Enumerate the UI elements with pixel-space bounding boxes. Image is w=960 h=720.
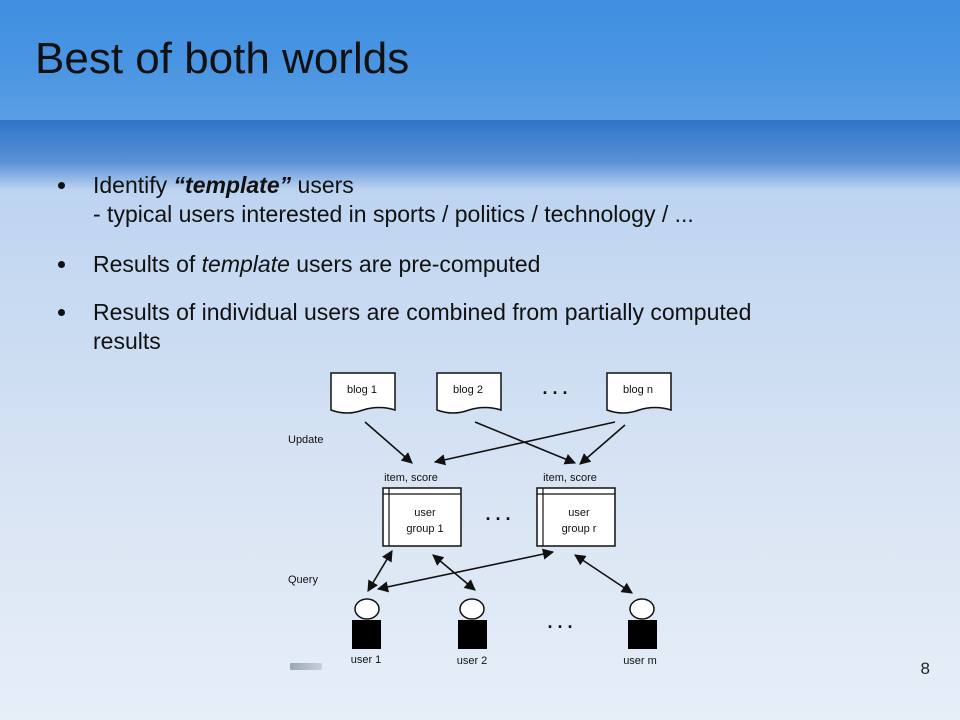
bullet-text: Results of template users are pre-comput… xyxy=(93,251,541,277)
user-2-label: user 2 xyxy=(457,655,488,667)
user-group-r-box: user group r xyxy=(536,487,616,547)
query-arrows xyxy=(367,548,633,594)
blog-1-document: blog 1 xyxy=(330,372,396,414)
group-r-line1: user xyxy=(568,507,590,519)
emphasis-template: template xyxy=(201,251,290,277)
title-band-shadow xyxy=(0,120,960,190)
bullet-text: Identify “template” users xyxy=(93,172,354,198)
architecture-diagram: blog 1 blog 2 blog n . . . Update Query … xyxy=(288,372,672,667)
bullet-dot xyxy=(58,261,65,268)
bullet-subline: - typical users interested in sports / p… xyxy=(93,201,694,227)
item-score-label-r: item, score xyxy=(543,472,597,484)
user-1-figure: user 1 xyxy=(351,598,382,666)
user-ellipsis: . . . xyxy=(547,612,572,632)
bullet-dot xyxy=(58,182,65,189)
bullet-text-continued: results xyxy=(93,328,161,354)
blog-ellipsis: . . . xyxy=(542,378,567,398)
slide-title: Best of both worlds xyxy=(35,34,410,83)
blog-2-label: blog 2 xyxy=(453,384,483,396)
title-band xyxy=(0,0,960,120)
user-group-1-box: user group 1 xyxy=(382,487,462,547)
logo-strip xyxy=(290,663,322,670)
group-1-line2: group 1 xyxy=(406,523,443,535)
bullet-text: Results of individual users are combined… xyxy=(93,299,752,325)
blog-1-label: blog 1 xyxy=(347,384,377,396)
item-score-label-1: item, score xyxy=(384,472,438,484)
blog-n-document: blog n xyxy=(606,372,672,414)
user-m-label: user m xyxy=(623,655,657,667)
blog-2-document: blog 2 xyxy=(436,372,502,414)
group-1-line1: user xyxy=(414,507,436,519)
page-number: 8 xyxy=(920,659,930,678)
query-label: Query xyxy=(288,574,318,586)
bullet-dot xyxy=(58,309,65,316)
update-arrows xyxy=(364,421,626,466)
emphasis-template: “template” xyxy=(173,172,292,198)
user-1-label: user 1 xyxy=(351,654,382,666)
group-ellipsis: . . . xyxy=(485,504,510,524)
group-r-line2: group r xyxy=(562,523,597,535)
update-label: Update xyxy=(288,434,323,446)
user-2-figure: user 2 xyxy=(457,598,488,667)
blog-n-label: blog n xyxy=(623,384,653,396)
user-m-figure: user m xyxy=(623,598,657,667)
